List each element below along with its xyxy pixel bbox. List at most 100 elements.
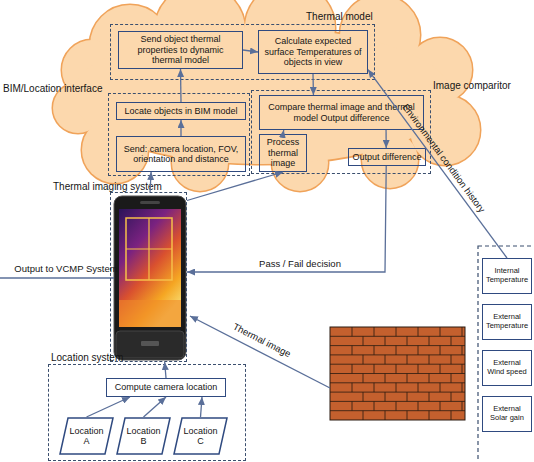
camera-badge xyxy=(141,341,159,346)
box-text: Process thermal image xyxy=(263,137,303,168)
box-text: Send: camera location, FOV, orientation … xyxy=(120,144,242,165)
box-text: Compute camera location xyxy=(115,382,218,392)
mortar-line xyxy=(396,383,397,392)
environment-frame xyxy=(478,246,534,462)
mortar-line xyxy=(440,346,441,355)
process-box: Send: camera location, FOV, orientation … xyxy=(116,136,246,172)
mortar-line xyxy=(330,392,465,393)
group-heading: Thermal model xyxy=(306,11,373,23)
connector-arrow xyxy=(385,130,386,148)
window-frame xyxy=(126,218,172,280)
mortar-line xyxy=(440,327,441,336)
connector-arrow xyxy=(150,172,151,192)
edge-label: Environmental condition history xyxy=(400,102,487,215)
mortar-line xyxy=(429,355,430,364)
group-frame: Thermal imaging system xyxy=(110,192,187,362)
mortar-line xyxy=(330,373,465,374)
mortar-line xyxy=(440,364,441,373)
box-text: Calculate expected surface Temperatures … xyxy=(262,36,364,67)
cloud-outline xyxy=(53,0,480,191)
thermal-camera-phone xyxy=(114,196,186,360)
mortar-line xyxy=(330,354,465,355)
process-box: Compute camera location xyxy=(106,378,226,397)
output-line xyxy=(0,277,114,278)
mortar-line xyxy=(363,392,364,401)
window-transom xyxy=(126,248,172,249)
group-frame: BIM/Location interfaceLocate objects in … xyxy=(108,93,250,176)
brick-wall xyxy=(330,327,465,420)
mortar-line xyxy=(363,411,364,420)
mortar-line xyxy=(330,410,465,411)
mortar-line xyxy=(385,336,386,345)
connector-arrow xyxy=(180,69,182,102)
phone-body xyxy=(114,196,186,360)
box-text: Send object thermal properties to dynami… xyxy=(122,34,239,65)
connector-arrow xyxy=(368,70,507,258)
process-box: External Solar gain xyxy=(482,396,532,432)
connector-arrow xyxy=(187,172,283,201)
mortar-line xyxy=(330,345,465,346)
warm-floor xyxy=(119,300,181,327)
mortar-line xyxy=(407,411,408,420)
mortar-line xyxy=(462,346,463,355)
free-label: Thermal image xyxy=(231,321,292,360)
box-text: Compare thermal image and thermal model … xyxy=(263,102,420,123)
box-text: Location A xyxy=(67,426,106,447)
location-parallelogram: Location B xyxy=(116,417,171,455)
mortar-line xyxy=(418,401,419,410)
edge-label: Pass / Fail decision xyxy=(259,258,341,269)
mortar-line xyxy=(429,336,430,345)
mortar-line xyxy=(429,392,430,401)
mortar-line xyxy=(429,411,430,420)
box-text: Locate objects in BIM model xyxy=(124,106,237,116)
mortar-line xyxy=(330,336,465,337)
process-box: Output difference xyxy=(348,148,426,166)
process-box: External Wind speed xyxy=(482,350,532,386)
connector-arrow xyxy=(187,166,386,272)
mortar-line xyxy=(451,336,452,345)
mortar-line xyxy=(451,392,452,401)
mortar-line xyxy=(363,355,364,364)
mortar-line xyxy=(385,392,386,401)
box-text: Location B xyxy=(124,426,163,447)
group-frame: Thermal modelSend object thermal propert… xyxy=(110,24,375,80)
group-frame: Image comparitorCompare thermal image an… xyxy=(251,90,431,174)
mortar-line xyxy=(407,374,408,383)
process-box: Process thermal image xyxy=(259,134,307,172)
brick-lines xyxy=(330,327,465,420)
process-box: Compare thermal image and thermal model … xyxy=(259,95,424,130)
connector-arrow xyxy=(312,74,314,95)
mortar-line xyxy=(418,346,419,355)
mortar-line xyxy=(374,327,375,336)
mortar-line xyxy=(407,392,408,401)
mortar-line xyxy=(385,355,386,364)
mortar-line xyxy=(451,411,452,420)
process-box: Locate objects in BIM model xyxy=(116,102,246,120)
mortar-line xyxy=(352,327,353,336)
group-frame: Location systemCompute camera locationLo… xyxy=(48,364,246,461)
cloud-shape xyxy=(53,0,480,191)
thermal-screen xyxy=(119,209,181,327)
mortar-line xyxy=(418,327,419,336)
cloud-core xyxy=(72,28,452,164)
mortar-line xyxy=(396,364,397,373)
mortar-line xyxy=(363,374,364,383)
connector-arrow xyxy=(165,362,166,378)
group-heading: Location system xyxy=(51,352,123,364)
phone-speaker xyxy=(140,201,160,204)
camera-module xyxy=(116,331,184,358)
parallelogram-shape xyxy=(174,418,227,454)
connector-arrow xyxy=(282,130,284,134)
mortar-line xyxy=(352,401,353,410)
mortar-line xyxy=(407,336,408,345)
connector-arrow xyxy=(144,397,167,417)
mortar-line xyxy=(407,355,408,364)
box-text: External Wind speed xyxy=(486,359,528,376)
mortar-line xyxy=(363,336,364,345)
connector-arrow xyxy=(87,397,131,417)
mortar-line xyxy=(374,401,375,410)
mortar-line xyxy=(440,383,441,392)
